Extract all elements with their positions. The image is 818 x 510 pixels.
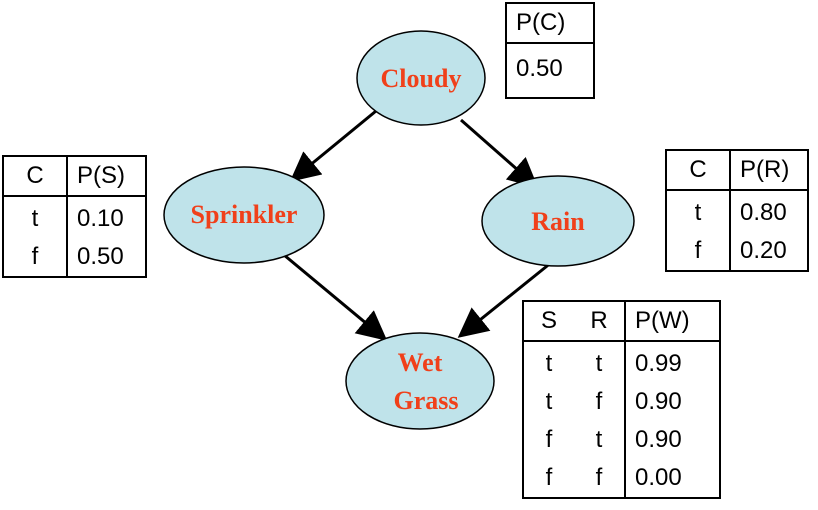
cpt-wetgrass-s: t: [545, 350, 553, 377]
node-label-rain: Rain: [531, 207, 585, 236]
cpt-wetgrass-r: f: [595, 388, 603, 415]
edge-rain-to-wetgrass: [457, 260, 553, 338]
edge-cloudy-to-rain: [460, 118, 539, 188]
node-wet-grass: Wet Grass: [345, 332, 495, 430]
cpt-cloudy-header: P(C): [506, 3, 594, 44]
cpt-sprinkler-c: t: [31, 205, 39, 232]
cpt-wetgrass-prob: 0.90: [624, 383, 720, 421]
cpt-sprinkler-header-c: C: [3, 156, 67, 197]
table-row: t 0.80: [666, 190, 808, 232]
table-row: f t 0.90: [523, 421, 720, 459]
node-label-grass: Grass: [394, 386, 459, 415]
table-row: f 0.20: [666, 232, 808, 271]
table-row: t t 0.99: [523, 341, 720, 383]
edges: [283, 109, 553, 341]
cpt-wetgrass-r: t: [595, 350, 603, 377]
cpt-rain-header-c: C: [666, 150, 730, 191]
node-label-wet: Wet: [398, 348, 443, 377]
cpt-rain-prob: 0.20: [729, 232, 808, 271]
cpt-rain-header-pr: P(R): [729, 150, 808, 191]
cpt-wetgrass-header-pw: P(W): [624, 301, 720, 342]
table-row: f f 0.00: [523, 459, 720, 498]
node-rain: Rain: [481, 175, 635, 267]
cpt-wetgrass-s: f: [545, 426, 553, 453]
cpt-wetgrass-s: f: [545, 464, 553, 491]
node-label-cloudy: Cloudy: [381, 64, 462, 93]
table-row: f 0.50: [3, 238, 146, 277]
cpt-wetgrass-r: t: [595, 426, 603, 453]
table-row: t f 0.90: [523, 383, 720, 421]
cpt-cloudy: P(C) 0.50: [505, 2, 595, 99]
cpt-sprinkler-c: f: [31, 243, 39, 270]
cpt-wetgrass-r: f: [595, 464, 603, 491]
cpt-rain-prob: 0.80: [729, 190, 808, 232]
cpt-wetgrass-header-r: R: [574, 301, 625, 342]
cpt-rain-c: t: [694, 199, 702, 226]
edge-cloudy-to-sprinkler: [289, 109, 377, 182]
cpt-rain: C P(R) t 0.80 f 0.20: [665, 149, 809, 272]
cpt-wetgrass-prob: 0.00: [624, 459, 720, 498]
cpt-sprinkler-header-ps: P(S): [66, 156, 146, 197]
node-label-sprinkler: Sprinkler: [191, 200, 298, 229]
cpt-sprinkler: C P(S) t 0.10 f 0.50: [2, 155, 147, 278]
cpt-wetgrass-prob: 0.99: [624, 341, 720, 383]
cpt-wetgrass-prob: 0.90: [624, 421, 720, 459]
cpt-sprinkler-prob: 0.50: [66, 238, 146, 277]
node-sprinkler: Sprinkler: [163, 166, 325, 264]
cpt-wet-grass: S R P(W) t t 0.99 t f 0.90 f t 0.90 f f …: [522, 300, 721, 499]
cpt-rain-c: f: [694, 237, 702, 264]
cpt-sprinkler-prob: 0.10: [66, 196, 146, 238]
cpt-wetgrass-header-s: S: [523, 301, 574, 342]
cpt-wetgrass-s: t: [545, 388, 553, 415]
cpt-cloudy-value: 0.50: [516, 55, 563, 82]
node-cloudy: Cloudy: [356, 30, 486, 126]
edge-sprinkler-to-wetgrass: [283, 253, 388, 341]
table-row: t 0.10: [3, 196, 146, 238]
